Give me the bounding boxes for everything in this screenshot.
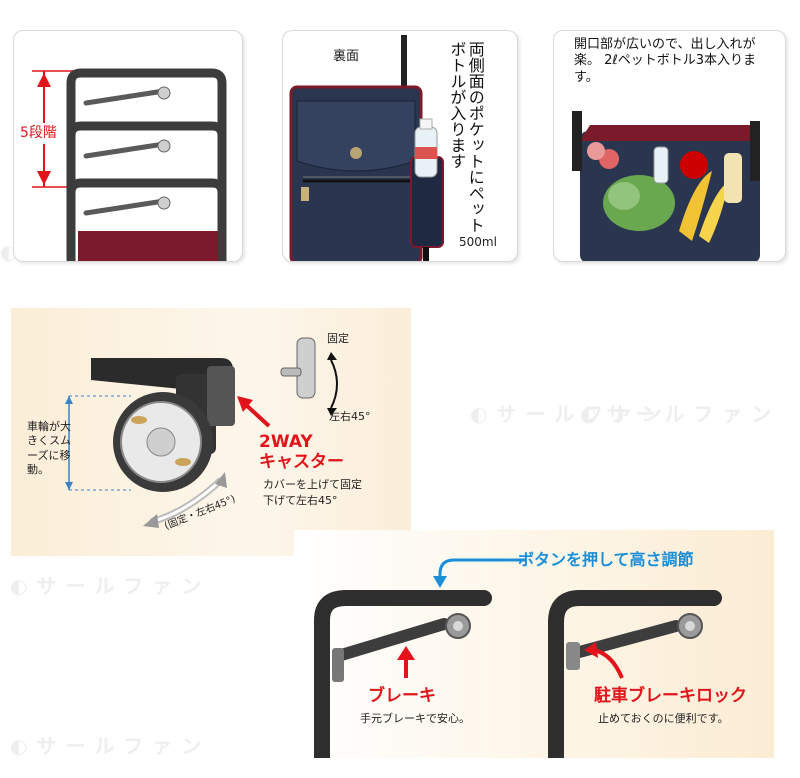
bag-back-illustration bbox=[289, 35, 444, 261]
bottle-capacity: 500ml bbox=[459, 235, 497, 249]
back-side-title: 裏面 bbox=[333, 49, 360, 64]
back-pocket-card: 裏面 両側面のポケットにペットボトルが入ります 500ml bbox=[282, 30, 518, 262]
parking-lock-desc: 止めておくのに便利です。 bbox=[598, 712, 729, 725]
opening-card: 開口部が広いので、出し入れが楽。 2ℓペットボトル3本入ります。 bbox=[553, 30, 786, 262]
caster-title-line2: キャスター bbox=[259, 452, 344, 472]
bag-open-illustration bbox=[572, 111, 760, 261]
handle-illustration bbox=[32, 68, 227, 261]
height-adjust-headline: ボタンを押して高さ調節 bbox=[518, 550, 694, 569]
watermark: ◐ サ ー ル フ ァ ン bbox=[10, 734, 203, 758]
caster-title-line1: 2WAY bbox=[259, 432, 313, 452]
watermark: ◐ サ ー ル フ ァ ン bbox=[580, 402, 773, 426]
watermark: ◐ サ ー ル フ ァ ン bbox=[470, 402, 663, 426]
caster-panel: 固定 左右45° 車輪が大きくスムーズに移動。 2WAY キャスター カバーを上… bbox=[11, 308, 411, 556]
watermark: ◐ サ ー ル フ ァ ン bbox=[10, 574, 203, 598]
brake-panel: ボタンを押して高さ調節 ブレーキ 手元ブレーキで安心。 駐車ブレーキロック 止め… bbox=[294, 530, 774, 758]
pocket-vertical-text: 両側面のポケットにペットボトルが入ります bbox=[447, 41, 485, 233]
lock-label: 固定 bbox=[327, 332, 349, 345]
caster-desc-line2: 下げて左右45° bbox=[263, 494, 338, 507]
caster-desc-line1: カバーを上げて固定 bbox=[263, 478, 362, 491]
opening-description: 開口部が広いので、出し入れが楽。 2ℓペットボトル3本入ります。 bbox=[574, 37, 757, 85]
parking-lock-title: 駐車ブレーキロック bbox=[594, 686, 747, 706]
caster-illustration bbox=[65, 337, 338, 528]
brake-desc: 手元ブレーキで安心。 bbox=[360, 712, 470, 725]
brake-illustration bbox=[314, 558, 722, 758]
wheel-note: 車輪が大きくスムーズに移動。 bbox=[27, 420, 71, 476]
swivel-label: 左右45° bbox=[329, 410, 371, 423]
handle-height-card: 5段階 bbox=[13, 30, 243, 262]
brake-title: ブレーキ bbox=[368, 686, 436, 706]
height-steps-label: 5段階 bbox=[20, 123, 57, 144]
